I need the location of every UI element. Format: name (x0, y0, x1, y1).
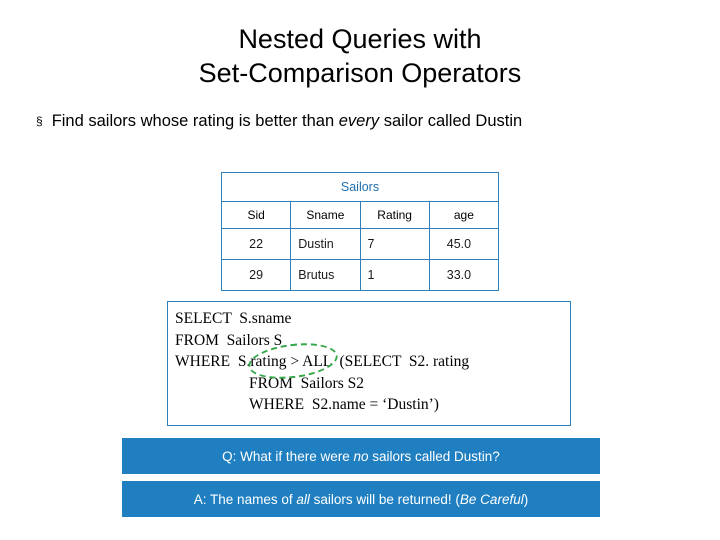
column-header-sname: Sname (290, 201, 361, 229)
cell-sid: 22 (220, 228, 292, 260)
page-title: Nested Queries with Set-Comparison Opera… (0, 0, 720, 90)
answer-text-emphasis-careful: Be Careful (459, 491, 524, 507)
cell-rating: 1 (359, 259, 430, 291)
answer-text-mid: sailors will be returned! ( (309, 491, 460, 507)
sql-line-5: WHERE S2.name = ‘Dustin’) (249, 396, 439, 413)
column-header-age: age (428, 201, 500, 229)
table-header-row: Sid Sname Rating age (220, 201, 500, 229)
table-row: 29 Brutus 1 33.0 (220, 259, 500, 291)
sql-line-3: WHERE S.rating > ALL (SELECT S2. rating (175, 353, 470, 370)
bullet-text-after: sailor called Dustin (379, 112, 523, 130)
cell-sname: Dustin (290, 228, 361, 260)
table-row: 22 Dustin 7 45.0 (220, 228, 500, 260)
bullet-text-before: Find sailors whose rating is better than (51, 112, 339, 130)
answer-callout: A: The names of all sailors will be retu… (122, 481, 600, 517)
question-text-before: Q: What if there were (222, 448, 354, 464)
cell-sid: 29 (220, 259, 292, 291)
cell-age: 33.0 (428, 259, 500, 291)
column-header-rating: Rating (359, 201, 430, 229)
sql-line-1: SELECT S.sname (175, 310, 292, 327)
bullet-marker-icon: § (36, 114, 43, 128)
sailors-table: Sailors Sid Sname Rating age 22 Dustin 7… (220, 172, 500, 291)
answer-text-after: ) (523, 491, 529, 507)
title-line-1: Nested Queries with (238, 24, 482, 54)
question-text-emphasis: no (353, 448, 369, 464)
cell-rating: 7 (359, 228, 430, 260)
answer-text-emphasis-all: all (296, 491, 310, 507)
answer-text: A: The names of all sailors will be retu… (194, 492, 528, 507)
sailors-table-wrapper: Sailors Sid Sname Rating age 22 Dustin 7… (220, 172, 500, 291)
question-callout: Q: What if there were no sailors called … (122, 438, 600, 474)
question-text-after: sailors called Dustin? (368, 448, 500, 464)
cell-age: 45.0 (428, 228, 500, 260)
title-line-2: Set-Comparison Operators (198, 58, 522, 88)
bullet-item: § Find sailors whose rating is better th… (0, 110, 720, 132)
answer-text-before: A: The names of (193, 491, 297, 507)
sql-query-box: SELECT S.sname FROM Sailors S WHERE S.ra… (167, 301, 571, 426)
question-text: Q: What if there were no sailors called … (222, 449, 500, 464)
bullet-text-emphasis: every (338, 112, 380, 130)
column-header-sid: Sid (220, 201, 292, 229)
bullet-text: Find sailors whose rating is better than… (52, 110, 522, 132)
cell-sname: Brutus (290, 259, 361, 291)
table-caption-row: Sailors (221, 172, 499, 202)
sql-line-2: FROM Sailors S (175, 331, 283, 349)
table-caption: Sailors (221, 172, 499, 202)
sql-line-4: FROM Sailors S2 (249, 374, 364, 392)
